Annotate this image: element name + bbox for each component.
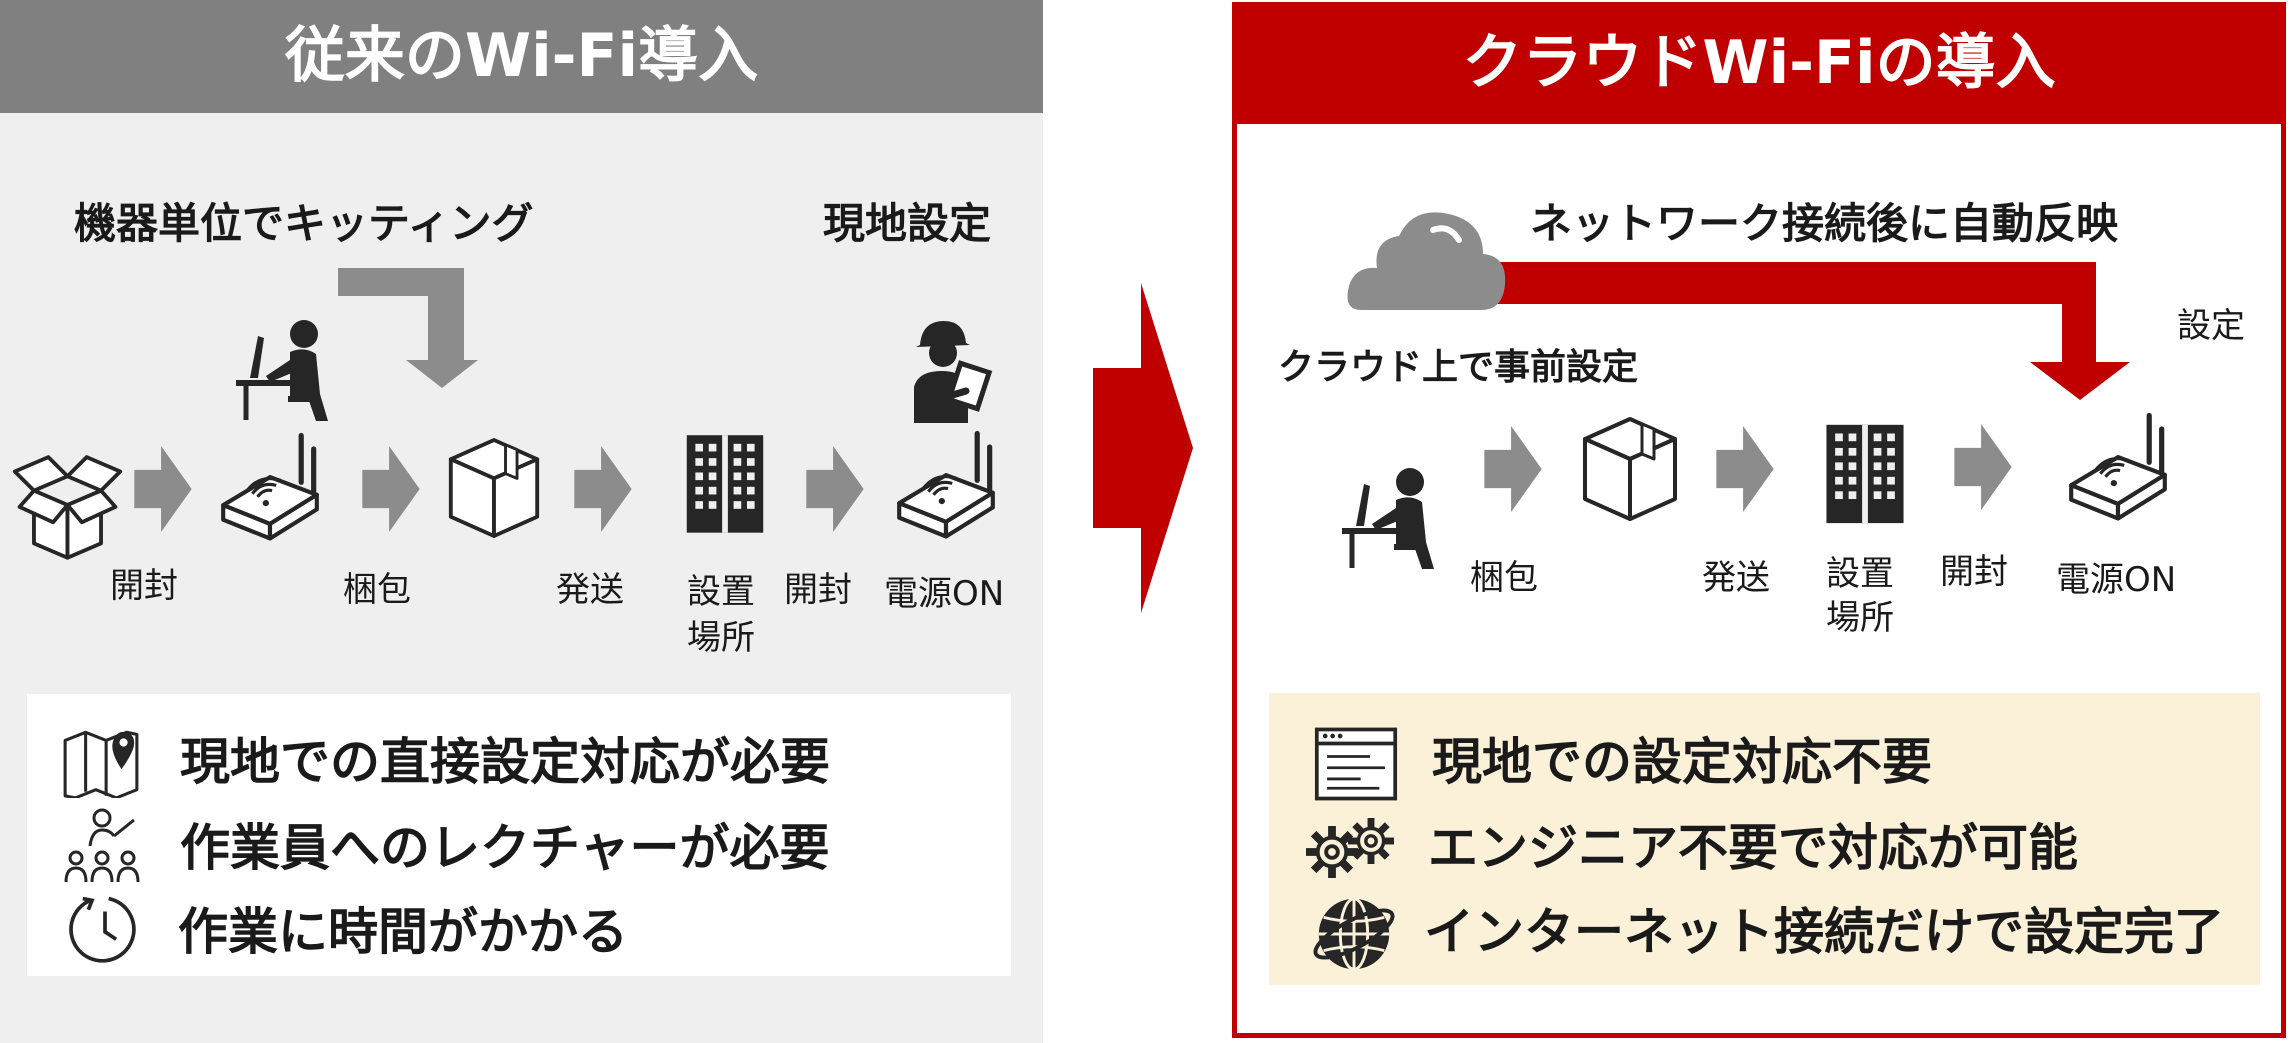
flow-arrow-icon <box>1484 426 1542 512</box>
step-label-pack: 梱包 <box>1470 558 1538 598</box>
globe-icon <box>1310 890 1398 978</box>
step-label-ship: 発送 <box>556 570 624 610</box>
flow-arrow-icon <box>574 446 632 532</box>
map-pin-icon <box>60 726 142 798</box>
wifi-router-icon <box>218 430 322 545</box>
flow-arrow-icon <box>1716 426 1774 512</box>
issue-item-1: 現地での直接設定対応が必要 <box>180 733 830 791</box>
flow-arrow-icon <box>806 446 864 532</box>
cloud-icon <box>1347 212 1506 310</box>
step-label-unbox: 開封 <box>1940 552 2008 592</box>
benefit-item-2: エンジニア不要で対応が可能 <box>1428 819 2078 877</box>
conventional-header-bar <box>0 0 1043 113</box>
step-label-unbox: 開封 <box>110 566 178 606</box>
step-label-pack: 梱包 <box>343 570 411 610</box>
closed-box-icon <box>1580 414 1680 524</box>
cloud-presetting-label: クラウド上で事前設定 <box>1278 347 1639 388</box>
benefit-item-1: 現地での設定対応不要 <box>1432 733 1932 791</box>
kitting-bent-arrow <box>338 268 478 388</box>
issue-item-3: 作業に時間がかかる <box>178 903 628 961</box>
wifi-router-icon <box>2066 410 2170 525</box>
step-label-site-2: 場所 <box>1826 598 1894 638</box>
step-label-site-1: 設置 <box>1826 554 1894 594</box>
step-label-power-on: 電源ON <box>884 574 1005 614</box>
step-label-unbox-2: 開封 <box>784 570 852 610</box>
flow-arrow-icon <box>1954 424 2012 510</box>
transition-arrow <box>1093 283 1193 613</box>
step-label-ship: 発送 <box>1702 558 1770 598</box>
building-icon <box>682 430 768 536</box>
step-label-site-2: 場所 <box>687 618 755 658</box>
flow-arrow-icon <box>362 446 420 532</box>
wifi-router-icon <box>894 428 998 543</box>
gears-icon <box>1348 818 1394 864</box>
person-at-computer-icon <box>232 316 342 426</box>
worker-with-tablet-icon <box>896 315 996 425</box>
benefit-item-3: インターネット接続だけで設定完了 <box>1424 903 2224 961</box>
cloud-wifi-header-bar <box>1232 2 2286 124</box>
open-box-icon <box>10 446 125 564</box>
cloud-benefits-box <box>1269 693 2260 985</box>
browser-window-icon <box>1314 726 1398 802</box>
person-at-computer-icon <box>1338 464 1448 574</box>
kitting-label: 機器単位でキッティング <box>74 199 534 248</box>
lecture-icon <box>62 806 142 886</box>
auto-apply-label: ネットワーク接続後に自動反映 <box>1530 199 2119 248</box>
setting-label: 設定 <box>2177 306 2245 346</box>
step-label-power-on: 電源ON <box>2056 560 2177 600</box>
building-icon <box>1820 420 1910 526</box>
closed-box-icon <box>446 435 542 541</box>
clock-icon <box>68 892 142 968</box>
issue-item-2: 作業員へのレクチャーが必要 <box>180 819 830 877</box>
auto-apply-arrow <box>1490 262 2130 400</box>
cloud-wifi-header-title: クラウドWi-Fiの導入 <box>1462 28 2056 98</box>
conventional-issues-box <box>27 694 1011 976</box>
conventional-header-title: 従来のWi-Fi導入 <box>284 21 759 91</box>
onsite-setting-label: 現地設定 <box>823 199 992 248</box>
step-label-site-1: 設置 <box>687 572 755 612</box>
flow-arrow-icon <box>134 446 192 532</box>
